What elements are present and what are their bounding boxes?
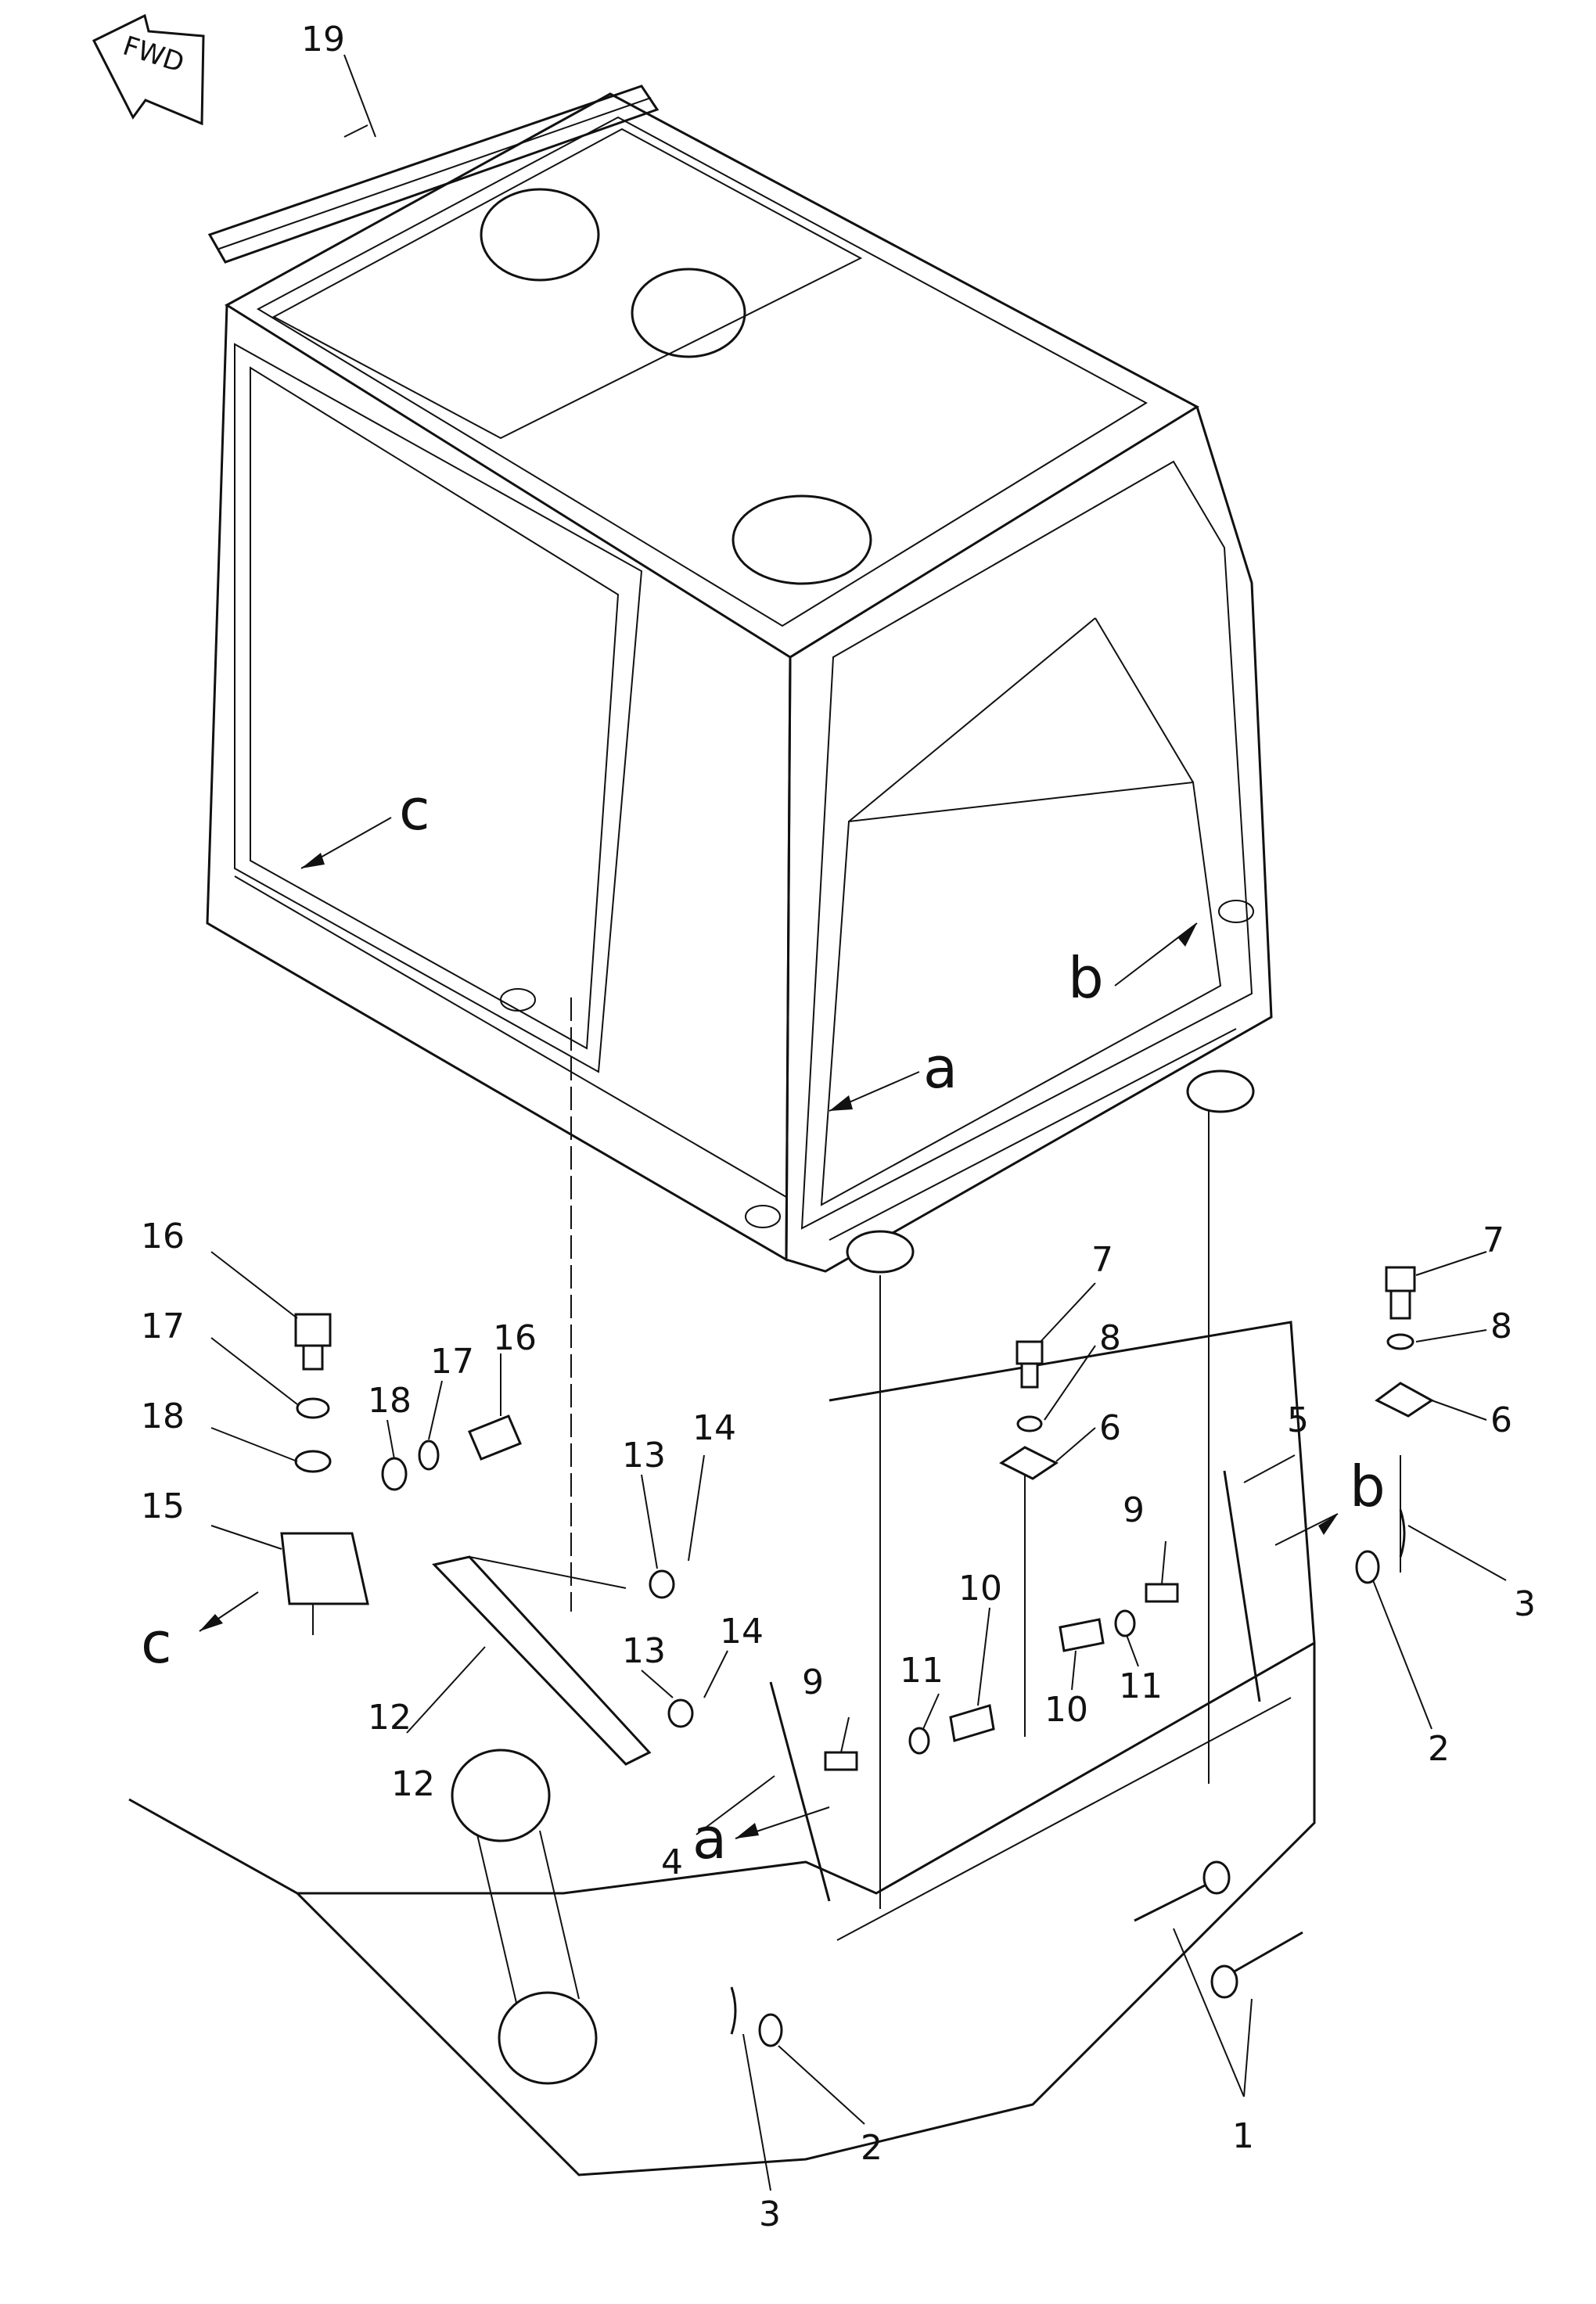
callout-label: 10 xyxy=(958,1569,1002,1608)
callout-label: 2 xyxy=(1428,1729,1450,1769)
view-arrows xyxy=(199,817,1339,1839)
view-ref-label: b xyxy=(1068,945,1104,1011)
callout-label: 1 xyxy=(1232,2116,1254,2156)
seal-strip xyxy=(207,84,660,264)
callout-label: 7 xyxy=(1483,1220,1504,1260)
callout-label: 14 xyxy=(692,1408,736,1448)
callout-label: 2 xyxy=(861,2128,882,2168)
view-ref-label: a xyxy=(923,1035,958,1101)
callout-label: 16 xyxy=(141,1217,185,1256)
center-lines xyxy=(312,997,1401,1909)
callout-label: 16 xyxy=(493,1318,537,1358)
callout-label: 8 xyxy=(1490,1307,1512,1346)
callout-label: 7 xyxy=(1091,1240,1113,1280)
view-ref-label: b xyxy=(1350,1454,1386,1519)
fwd-arrow-icon: FWD xyxy=(92,13,205,126)
callout-label: 10 xyxy=(1044,1690,1088,1730)
callout-label: 19 xyxy=(301,20,345,59)
hardware xyxy=(280,1266,1434,2047)
view-ref-label: c xyxy=(141,1610,172,1676)
callout-label: 12 xyxy=(391,1764,435,1804)
callout-label: 6 xyxy=(1490,1400,1512,1440)
fwd-label: FWD xyxy=(119,31,188,80)
callout-label: 11 xyxy=(1119,1666,1163,1706)
callout-label: 18 xyxy=(141,1396,185,1436)
callout-label: 4 xyxy=(661,1842,683,1882)
callout-label: 13 xyxy=(622,1631,666,1671)
view-ref-label: a xyxy=(692,1806,727,1871)
cab-body xyxy=(206,92,1273,1274)
callout-label: 13 xyxy=(622,1436,666,1475)
callout-label: 3 xyxy=(1514,1584,1536,1624)
callout-label: 17 xyxy=(141,1307,185,1346)
base-frame xyxy=(128,1321,1316,2176)
callout-label: 3 xyxy=(759,2194,781,2234)
callout-label: 9 xyxy=(802,1662,824,1702)
callout-label: 11 xyxy=(900,1651,944,1691)
callout-label: 18 xyxy=(368,1381,412,1421)
callout-label: 15 xyxy=(141,1486,185,1526)
callout-label: 5 xyxy=(1287,1400,1309,1440)
callout-label: 8 xyxy=(1099,1318,1121,1358)
callout-label: 9 xyxy=(1123,1490,1145,1530)
view-ref-label: c xyxy=(399,777,430,843)
view-ref-labels: a a b b c c xyxy=(141,777,1386,1871)
callout-label: 12 xyxy=(368,1698,412,1738)
callouts: 1 2 2 3 3 4 5 6 6 7 7 8 8 9 9 10 10 11 1… xyxy=(141,20,1536,2234)
leader-lines xyxy=(210,54,1507,2191)
callout-label: 14 xyxy=(720,1612,764,1652)
callout-label: 6 xyxy=(1099,1408,1121,1448)
callout-label: 17 xyxy=(430,1342,474,1382)
